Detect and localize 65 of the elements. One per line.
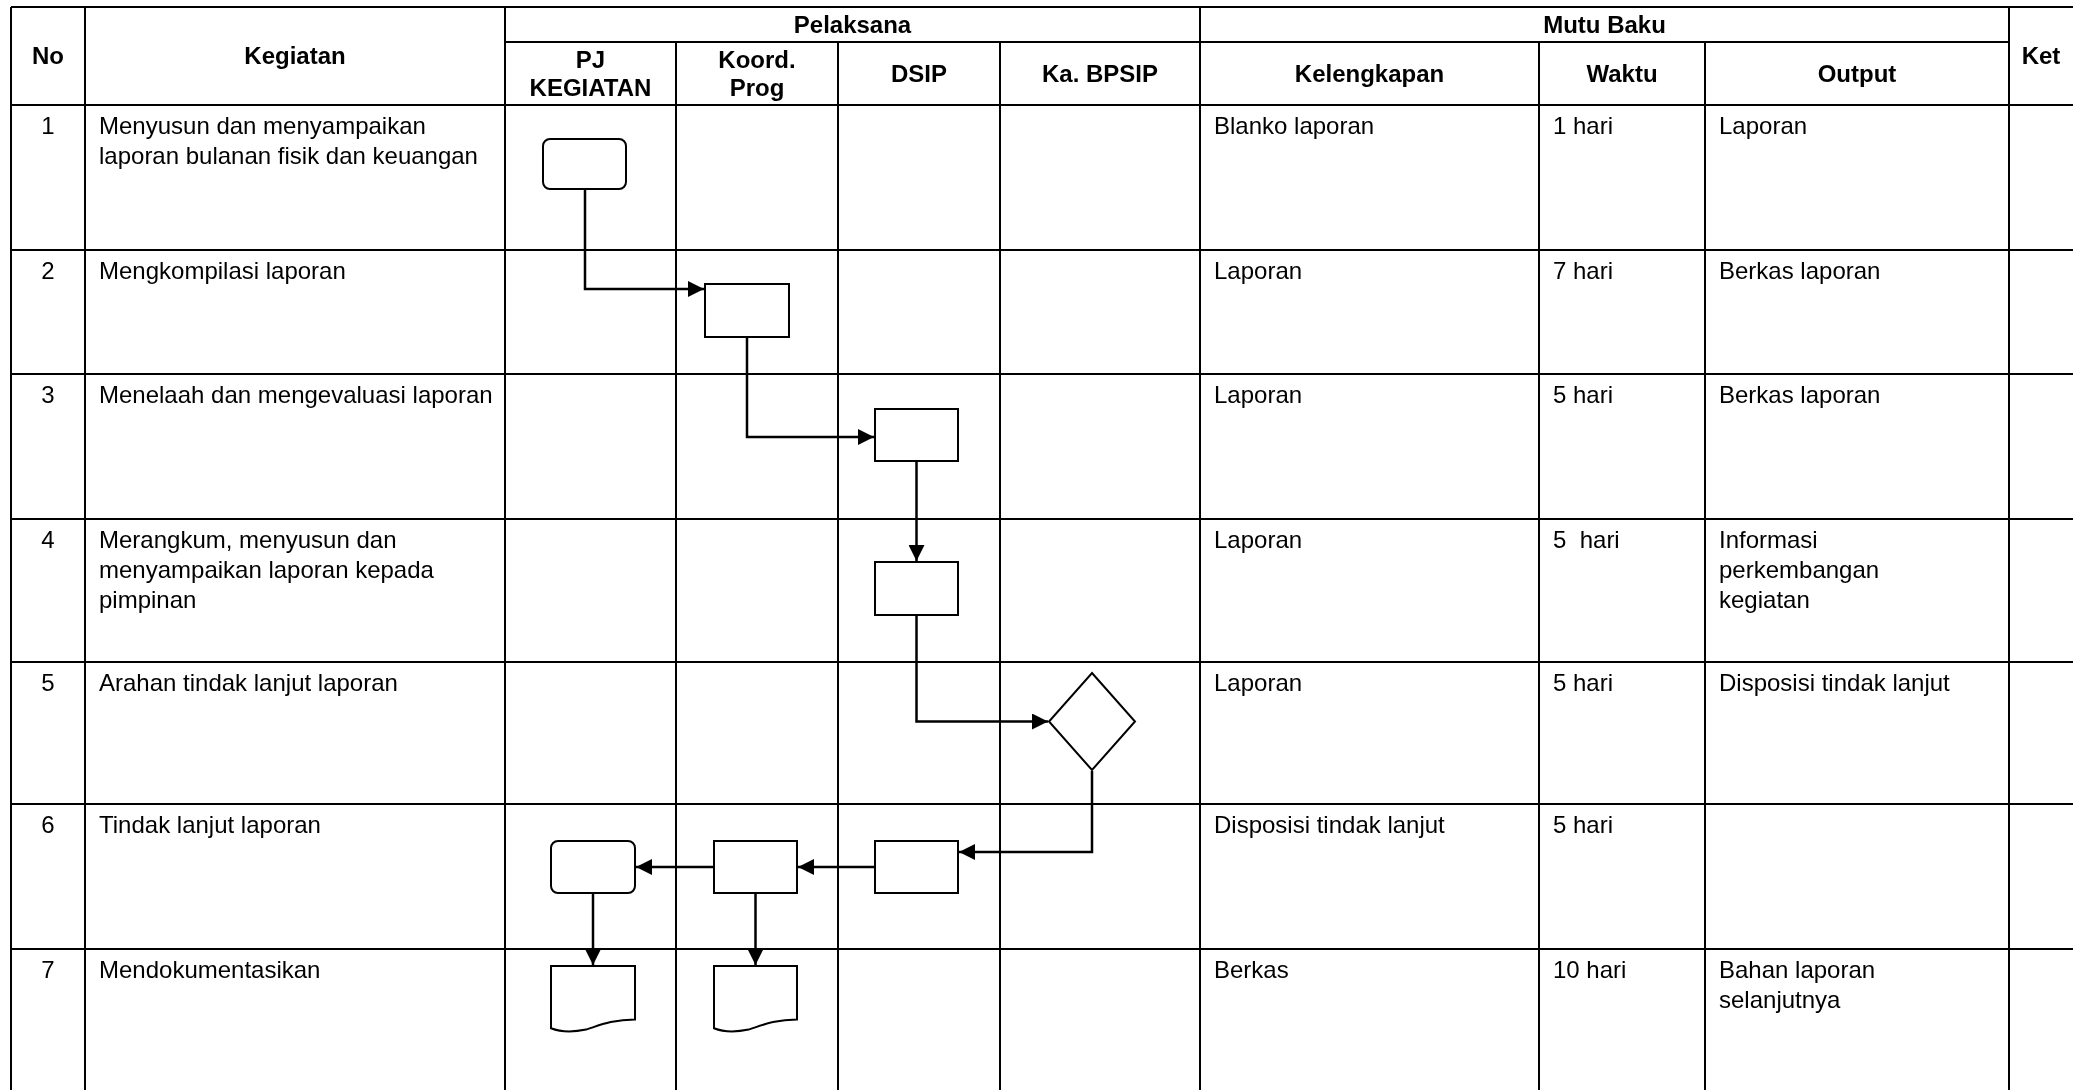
output-text: Bahan laporan selanjutnya bbox=[1719, 955, 1877, 1015]
column-group-header: Mutu Baku bbox=[1543, 10, 1666, 39]
arrow bbox=[798, 859, 874, 875]
terminal-shape bbox=[550, 840, 636, 894]
row-number: 4 bbox=[41, 525, 55, 555]
process-box bbox=[874, 840, 959, 894]
output-text: Informasi perkembangan kegiatan bbox=[1719, 525, 1881, 615]
document-shape bbox=[550, 965, 636, 1033]
column-header: No bbox=[32, 42, 64, 70]
column-header: Koord. Prog bbox=[717, 45, 797, 102]
arrow bbox=[585, 894, 601, 965]
row-number: 7 bbox=[41, 955, 55, 985]
duration-text: 5 hari bbox=[1553, 810, 1614, 840]
activity-description: Mengkompilasi laporan bbox=[99, 256, 346, 286]
arrow bbox=[636, 859, 713, 875]
activity-description: Tindak lanjut laporan bbox=[99, 810, 321, 840]
duration-text: 7 hari bbox=[1553, 256, 1614, 286]
process-box bbox=[874, 408, 959, 462]
column-header: Kelengkapan bbox=[1294, 59, 1445, 88]
decision-diamond bbox=[1048, 672, 1136, 771]
arrow bbox=[583, 190, 704, 297]
duration-text: 1 hari bbox=[1553, 111, 1614, 141]
requirement-text: Laporan bbox=[1214, 380, 1303, 410]
arrow bbox=[745, 338, 874, 445]
arrow bbox=[959, 771, 1094, 860]
terminal-shape bbox=[542, 138, 627, 190]
activity-description: Menyusun dan menyampaikan laporan bulanan fisik dan keuangan bbox=[99, 111, 479, 171]
row-number: 5 bbox=[41, 668, 55, 698]
arrow bbox=[908, 462, 925, 561]
column-header: Kegiatan bbox=[244, 42, 346, 70]
output-text: Laporan bbox=[1719, 111, 1808, 141]
row-number: 2 bbox=[41, 256, 55, 286]
column-header: PJ KEGIATAN bbox=[528, 45, 653, 102]
column-header: Waktu bbox=[1586, 59, 1658, 88]
duration-text: 5 hari bbox=[1553, 380, 1614, 410]
document-shape bbox=[713, 965, 798, 1033]
duration-text: 10 hari bbox=[1553, 955, 1627, 985]
column-header: Output bbox=[1817, 59, 1897, 88]
column-header: Ket bbox=[2021, 42, 2061, 70]
column-header: Ka. BPSIP bbox=[1041, 59, 1158, 88]
activity-description: Arahan tindak lanjut laporan bbox=[99, 668, 398, 698]
row-number: 6 bbox=[41, 810, 55, 840]
column-header: DSIP bbox=[891, 59, 947, 88]
requirement-text: Disposisi tindak lanjut bbox=[1214, 810, 1445, 840]
duration-text: 5 hari bbox=[1553, 668, 1614, 698]
arrow bbox=[747, 894, 764, 965]
output-text: Berkas laporan bbox=[1719, 380, 1881, 410]
output-text: Berkas laporan bbox=[1719, 256, 1881, 286]
process-box bbox=[704, 283, 790, 338]
activity-description: Menelaah dan mengevaluasi laporan bbox=[99, 380, 493, 410]
row-number: 1 bbox=[41, 111, 55, 141]
activity-description: Merangkum, menyusun dan menyampaikan laporan kepada pimpinan bbox=[99, 525, 435, 615]
requirement-text: Blanko laporan bbox=[1214, 111, 1375, 141]
requirement-text: Laporan bbox=[1214, 668, 1303, 698]
requirement-text: Berkas bbox=[1214, 955, 1289, 985]
arrow bbox=[915, 616, 1048, 730]
column-group-header: Pelaksana bbox=[793, 10, 912, 39]
row-number: 3 bbox=[41, 380, 55, 410]
duration-text: 5 hari bbox=[1553, 525, 1620, 555]
process-box bbox=[713, 840, 798, 894]
output-text: Disposisi tindak lanjut bbox=[1719, 668, 1950, 698]
process-box bbox=[874, 561, 959, 616]
activity-description: Mendokumentasikan bbox=[99, 955, 321, 985]
requirement-text: Laporan bbox=[1214, 525, 1303, 555]
requirement-text: Laporan bbox=[1214, 256, 1303, 286]
